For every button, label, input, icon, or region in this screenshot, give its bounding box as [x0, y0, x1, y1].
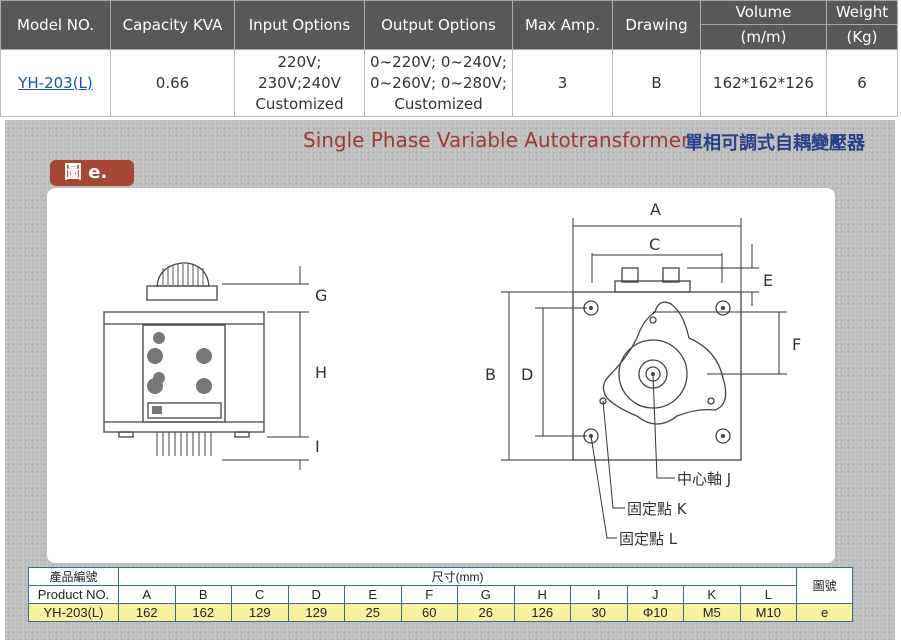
cell-volume: 162*162*126	[700, 49, 827, 117]
input-line-1: 220V;	[277, 52, 322, 71]
input-line-3: Customized	[255, 94, 344, 113]
label-j: 中心軸 J	[677, 470, 731, 488]
header-input: Input Options	[234, 0, 365, 50]
label-k: 固定點 K	[627, 500, 688, 518]
dim-col-f: F	[400, 585, 458, 604]
header-drawing: Drawing	[612, 0, 701, 50]
title-chinese: 單相可調式自耦變壓器	[685, 133, 865, 154]
dim-val-h: 126	[513, 603, 571, 622]
drawing-area: G H I A C E	[47, 188, 835, 563]
dim-val-k: M5	[683, 603, 741, 622]
dim-header-product-zh: 產品編號	[28, 567, 119, 586]
cell-model: YH-203(L)	[0, 49, 111, 117]
dim-col-i: I	[570, 585, 628, 604]
dim-val-e: 25	[344, 603, 402, 622]
dim-val-b: 162	[174, 603, 232, 622]
header-output: Output Options	[364, 0, 513, 50]
dim-col-g: G	[457, 585, 515, 604]
dim-val-c: 129	[231, 603, 289, 622]
header-volume-unit: (m/m)	[740, 28, 787, 46]
dim-value-row: YH-203(L) 162 162 129 129 25 60 26 126 3…	[28, 603, 854, 622]
output-line-2: 0~260V; 0~280V;	[370, 73, 507, 92]
header-model: Model NO.	[0, 0, 111, 50]
output-line-3: Customized	[394, 94, 483, 113]
label-e: E	[763, 271, 773, 290]
dim-product: YH-203(L)	[28, 603, 119, 622]
dim-header-row: Product NO. A B C D E F G H I J K L	[28, 585, 853, 604]
cell-input: 220V; 230V;240V Customized	[234, 49, 365, 117]
plan-view: A C E	[485, 200, 801, 548]
dim-val-f: 60	[400, 603, 458, 622]
header-capacity: Capacity KVA	[110, 0, 235, 50]
technical-drawing: G H I A C E	[103, 200, 801, 548]
dim-col-j: J	[626, 585, 684, 604]
front-view: G H I	[103, 262, 327, 470]
dim-val-j: Φ10	[626, 603, 684, 622]
header-volume: Volume (m/m)	[700, 0, 827, 50]
label-g: G	[315, 286, 327, 305]
dimension-table: 產品編號 尺寸(mm) 圖號 Product NO. A B C D E F G…	[28, 567, 854, 622]
dim-header-figure-zh: 圖號	[796, 567, 854, 604]
drawing-panel: Single Phase Variable Autotransformer 單相…	[5, 120, 895, 640]
header-weight: Weight (Kg)	[826, 0, 898, 50]
dim-col-h: H	[513, 585, 571, 604]
dim-val-i: 30	[570, 603, 628, 622]
cell-weight: 6	[826, 49, 898, 117]
cell-output: 0~220V; 0~240V; 0~260V; 0~280V; Customiz…	[364, 49, 513, 117]
header-max-amp: Max Amp.	[512, 0, 613, 50]
output-line-1: 0~220V; 0~240V;	[370, 52, 507, 71]
input-line-2: 230V;240V	[258, 73, 341, 92]
dim-col-k: K	[683, 585, 741, 604]
spec-data-row: YH-203(L) 0.66 220V; 230V;240V Customize…	[0, 49, 898, 117]
cell-max-amp: 3	[512, 49, 613, 117]
label-b: B	[485, 365, 496, 384]
label-l: 固定點 L	[619, 530, 678, 548]
dim-val-d: 129	[287, 603, 345, 622]
label-c: C	[649, 235, 660, 254]
header-weight-label: Weight	[827, 1, 897, 25]
dim-val-g: 26	[457, 603, 515, 622]
dim-col-c: C	[231, 585, 289, 604]
dim-col-a: A	[118, 585, 176, 604]
label-a: A	[650, 200, 661, 219]
label-i: I	[315, 437, 320, 456]
title-english: Single Phase Variable Autotransformer	[303, 128, 690, 152]
spec-header-row: Model NO. Capacity KVA Input Options Out…	[0, 0, 898, 50]
label-d: D	[521, 365, 533, 384]
dim-header-size-zh: 尺寸(mm)	[117, 567, 798, 586]
header-volume-label: Volume	[701, 1, 826, 25]
label-f: F	[792, 335, 801, 354]
header-weight-unit: (Kg)	[846, 28, 878, 46]
cell-drawing: B	[612, 49, 701, 117]
model-link[interactable]: YH-203(L)	[18, 73, 93, 92]
spec-table: Model NO. Capacity KVA Input Options Out…	[0, 0, 898, 117]
dim-header-zh-row: 產品編號 尺寸(mm) 圖號	[28, 567, 854, 604]
dim-val-a: 162	[118, 603, 176, 622]
dim-val-l: M10	[739, 603, 798, 622]
dim-figure: e	[796, 603, 854, 622]
cell-capacity: 0.66	[110, 49, 235, 117]
label-h: H	[315, 363, 327, 382]
dim-col-l: L	[739, 585, 798, 604]
dim-header-product: Product NO.	[28, 585, 119, 604]
dim-col-b: B	[174, 585, 232, 604]
dim-col-d: D	[287, 585, 345, 604]
dim-col-e: E	[344, 585, 402, 604]
figure-label: 圖 e.	[50, 160, 134, 186]
